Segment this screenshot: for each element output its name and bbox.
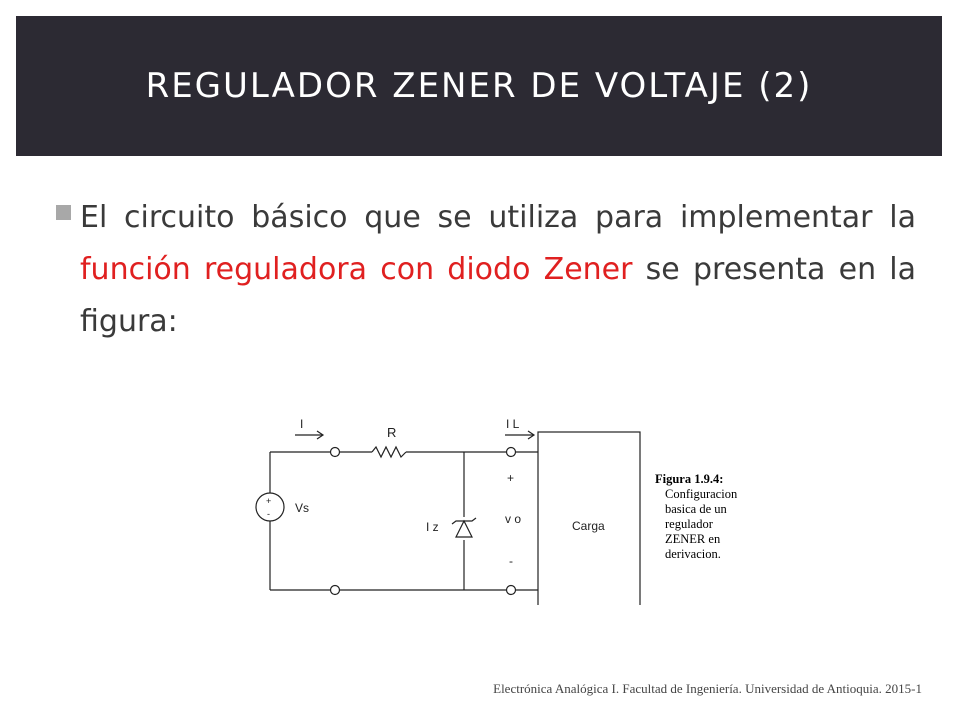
slide-title: REGULADOR ZENER DE VOLTAJE (2) [145, 66, 813, 106]
zener-bar [451, 517, 477, 525]
circuit-diagram: I R I L + + - Vs I z v o - Carga [255, 417, 641, 605]
arrow-il-head [527, 430, 536, 440]
arrow-i-head [316, 430, 325, 440]
label-zener-current: I z [426, 520, 439, 534]
label-load: Carga [572, 519, 605, 533]
terminal-top-right [505, 446, 517, 458]
bullet-highlight: función reguladora con diodo Zener [80, 252, 633, 287]
label-plus: + [507, 471, 514, 485]
figure-caption: Figura 1.9.4: Configuracion basica de un… [655, 472, 765, 562]
footer-text: Electrónica Analógica I. Facultad de Ing… [493, 681, 922, 696]
terminal-bottom-left [329, 584, 341, 596]
label-source: Vs [295, 501, 309, 515]
label-current-i: I [300, 417, 303, 431]
resistor-symbol [371, 445, 407, 459]
caption-line: Configuracion [665, 487, 738, 501]
bullet-square-icon [56, 205, 71, 220]
label-resistor: R [387, 425, 396, 440]
caption-line: ZENER en [665, 532, 721, 546]
label-output-voltage: v o [505, 512, 521, 526]
bullet-text-part2: se presenta en la figura: [80, 252, 917, 339]
label-source-plus: + [266, 496, 271, 506]
caption-line: regulador [665, 517, 713, 531]
bullet-text: El circuito básico que se utiliza para i… [80, 192, 916, 348]
caption-line: basica de un [665, 502, 727, 516]
bullet-point: El circuito básico que se utiliza para i… [56, 192, 916, 348]
terminal-top-left [329, 446, 341, 458]
label-minus: - [509, 554, 513, 568]
caption-title: Figura 1.9.4: [655, 472, 724, 486]
label-current-il: I L [506, 417, 520, 431]
load-box [537, 431, 641, 605]
title-band: REGULADOR ZENER DE VOLTAJE (2) [16, 16, 942, 156]
voltage-source-icon [255, 492, 285, 522]
label-source-minus: - [267, 509, 270, 519]
caption-line: derivacion. [665, 547, 721, 561]
terminal-bottom-right [505, 584, 517, 596]
zener-diode-icon [455, 519, 473, 538]
bullet-text-part1: El circuito básico que se utiliza para i… [80, 200, 916, 235]
